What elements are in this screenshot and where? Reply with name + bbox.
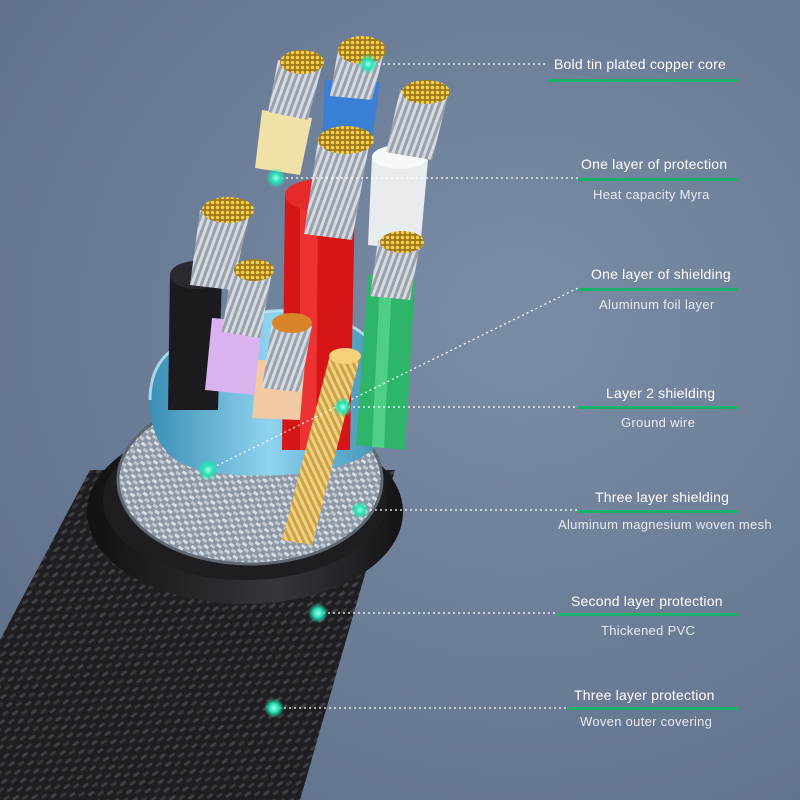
callout-underline	[578, 288, 738, 291]
callout-subtitle-mesh: Aluminum magnesium woven mesh	[558, 517, 772, 532]
callout-title-three-shielding: Three layer shielding	[595, 489, 730, 505]
callout-subtitle-pvc: Thickened PVC	[601, 623, 696, 638]
callout-underline	[558, 613, 738, 616]
callout-underline	[568, 707, 738, 710]
callout-subtitle-foil: Aluminum foil layer	[599, 297, 715, 312]
tin-plated-copper-cores	[190, 36, 450, 392]
callout-subtitle-myra: Heat capacity Myra	[593, 187, 710, 202]
callout-underline	[548, 79, 738, 82]
callout-underline	[578, 510, 738, 513]
callout-title-second-protection: Second layer protection	[571, 593, 723, 609]
callout-markers	[197, 54, 378, 718]
callout-underline	[578, 406, 738, 409]
callout-title-protection: One layer of protection	[581, 156, 728, 172]
callout-title-three-protection: Three layer protection	[574, 687, 715, 703]
callout-title-copper-core: Bold tin plated copper core	[554, 56, 726, 72]
callout-leader-lines	[207, 63, 579, 709]
callout-subtitle-woven: Woven outer covering	[580, 714, 713, 729]
callout-underline	[578, 178, 738, 181]
callout-title-shielding: One layer of shielding	[591, 266, 731, 282]
callout-subtitle-ground-wire: Ground wire	[621, 415, 696, 430]
callout-title-layer2: Layer 2 shielding	[606, 385, 716, 401]
